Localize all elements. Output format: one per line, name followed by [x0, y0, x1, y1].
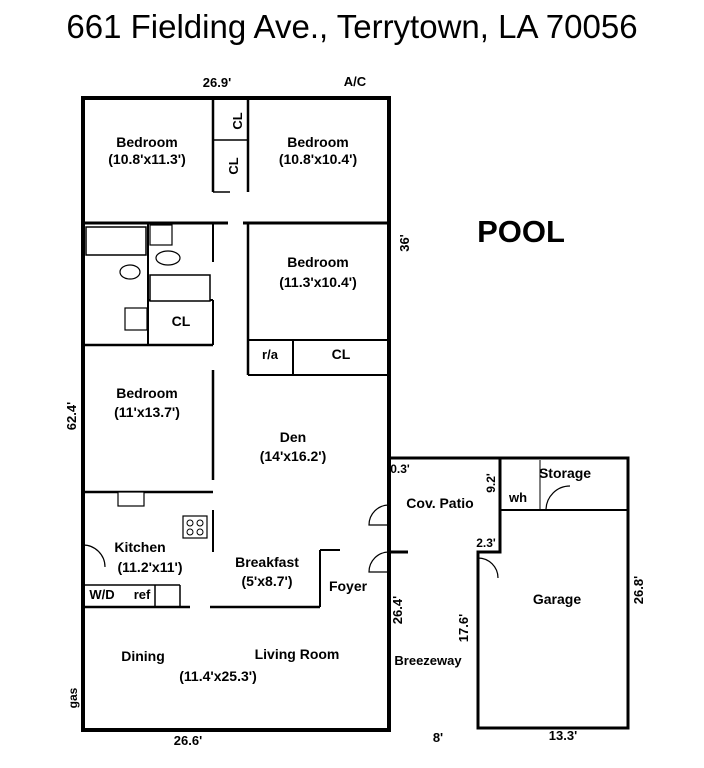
bathtub-icon	[85, 226, 147, 256]
bathtub-icon	[149, 274, 211, 302]
room-size: (11.3'x10.4')	[279, 274, 357, 290]
door-swing	[545, 485, 571, 511]
toilet-icon	[149, 224, 173, 246]
room-name-living-room: Living Room	[255, 646, 340, 662]
dimension-garage-notch: 2.3'	[476, 536, 496, 550]
walls	[81, 96, 630, 732]
room-name-breakfast: Breakfast	[235, 554, 299, 570]
dimension-bottom: 26.6'	[174, 733, 202, 748]
room-size: (5'x8.7')	[241, 573, 292, 589]
closet-label: CL	[332, 346, 351, 362]
room-name-cov-patio: Cov. Patio	[406, 495, 473, 511]
house-outline	[81, 96, 391, 732]
room-labels: Bedroom (10.8'x11.3') Bedroom (10.8'x10.…	[108, 134, 591, 684]
room-name-bedroom: Bedroom	[287, 254, 348, 270]
room-name-foyer: Foyer	[329, 578, 368, 594]
toilet-icon	[119, 264, 141, 280]
room-size: (11'x13.7')	[114, 404, 180, 420]
pool-label: POOL	[477, 214, 565, 249]
small-labels: CL CL CL CL r/a W/D ref wh A/C gas	[66, 74, 527, 708]
dimension-breezeway-width: 8'	[433, 730, 443, 745]
toilet-icon	[155, 250, 181, 266]
stove-icon	[182, 515, 208, 539]
ra-label: r/a	[262, 347, 279, 362]
dimension-garage-length: 26.8'	[631, 576, 646, 604]
burner-icon	[186, 519, 194, 527]
property-address-title: 661 Fielding Ave., Terrytown, LA 70056	[66, 8, 638, 45]
door-swing	[82, 544, 106, 568]
door-swings	[82, 485, 571, 579]
dimension-patio-side: 9.2'	[484, 473, 498, 493]
room-name-storage: Storage	[539, 465, 591, 481]
garage-outline	[476, 456, 630, 730]
dimension-breezeway-length: 26.4'	[390, 596, 405, 624]
dimension-labels: 26.9' 26.6' 62.4' 36' 0.3' 9.2' 2.3' 26.…	[64, 75, 646, 748]
door-swing	[477, 557, 499, 579]
room-name-dining: Dining	[121, 648, 165, 664]
dimension-garage-inner: 17.6'	[456, 614, 471, 642]
dimension-left: 62.4'	[64, 402, 79, 430]
door-swing	[368, 551, 390, 573]
room-name-garage: Garage	[533, 591, 581, 607]
burner-icon	[186, 528, 194, 536]
room-size: (11.2'x11')	[117, 559, 182, 575]
burner-icon	[196, 519, 204, 527]
room-size: (10.8'x10.4')	[279, 151, 357, 167]
sink-icon	[124, 307, 148, 331]
room-size: (11.4'x25.3')	[179, 668, 257, 684]
refrigerator-label: ref	[134, 587, 151, 602]
closet-label: CL	[172, 313, 191, 329]
ac-label: A/C	[344, 74, 367, 89]
dimension-patio-gap: 0.3'	[390, 462, 410, 476]
dimension-right-house: 36'	[397, 234, 412, 252]
burner-icon	[196, 528, 204, 536]
room-name-bedroom: Bedroom	[116, 385, 177, 401]
fixtures	[85, 224, 211, 539]
room-name-den: Den	[280, 429, 306, 445]
room-name-bedroom: Bedroom	[116, 134, 177, 150]
door-swing	[368, 504, 390, 526]
room-name-bedroom: Bedroom	[287, 134, 348, 150]
closet-label: CL	[226, 157, 241, 174]
gas-label: gas	[66, 687, 80, 708]
sink-icon	[117, 491, 145, 507]
water-heater-label: wh	[508, 490, 527, 505]
room-size: (10.8'x11.3')	[108, 151, 186, 167]
dimension-garage-width: 13.3'	[549, 728, 577, 743]
room-size: (14'x16.2')	[260, 448, 327, 464]
dimension-top: 26.9'	[203, 75, 231, 90]
room-name-breezeway: Breezeway	[394, 653, 462, 668]
room-name-kitchen: Kitchen	[114, 539, 165, 555]
closet-label: CL	[230, 112, 245, 129]
washer-dryer-label: W/D	[89, 587, 114, 602]
